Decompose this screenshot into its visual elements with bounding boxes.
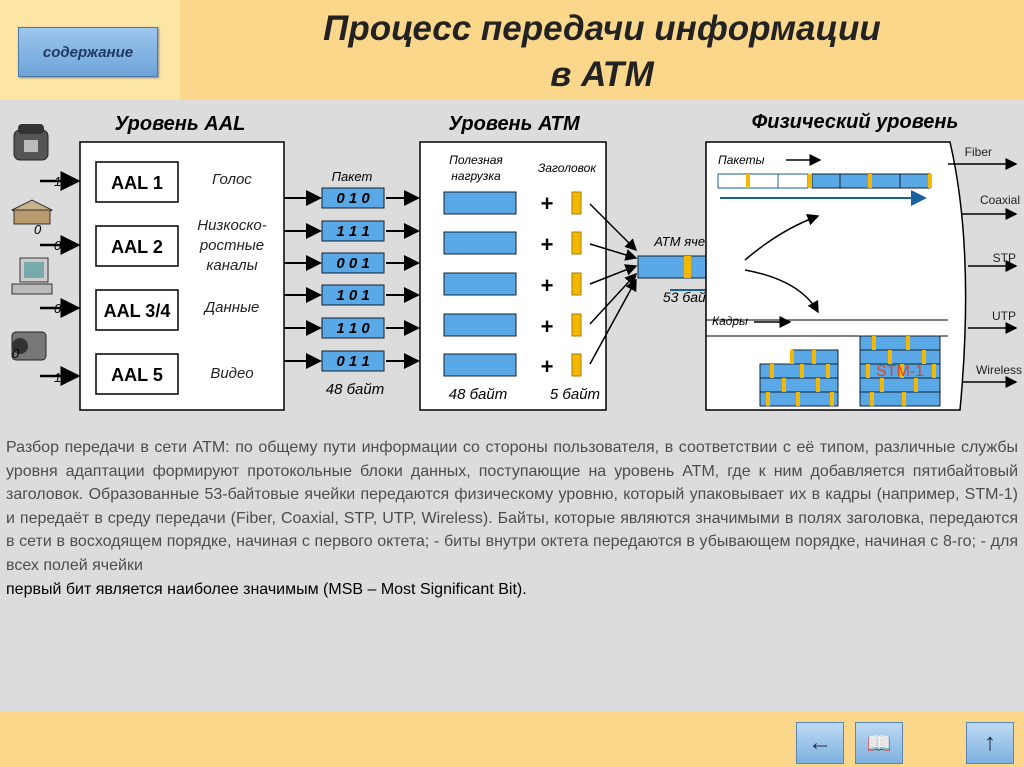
packet-bits: 1 1 1 <box>336 223 369 240</box>
arrow-up-icon: ↑ <box>984 729 996 756</box>
footer-bar <box>0 712 1024 767</box>
packet-bits: 1 0 1 <box>336 287 369 304</box>
header-size-label: 5 байт <box>550 386 600 403</box>
aal-label: каналы <box>206 257 257 274</box>
aal-label: Данные <box>203 299 260 316</box>
device-mark: 0 <box>34 222 42 237</box>
header-title-panel <box>180 0 1024 100</box>
computer-icon <box>11 257 53 295</box>
aal-boxes: AAL 1 AAL 2 AAL 3/4 AAL 5 <box>95 161 179 395</box>
title-line-2: в АТМ <box>550 55 654 94</box>
aal-box-label: AAL 3/4 <box>104 301 171 321</box>
packet-stream <box>717 173 932 189</box>
packet-bits: 0 0 1 <box>336 255 369 272</box>
telephone-icon <box>13 124 49 161</box>
packet-cells: 0 1 0 1 1 1 0 0 1 1 0 1 1 1 0 0 1 1 <box>321 187 385 372</box>
plus-sign: + <box>541 354 554 379</box>
title-line-1: Процесс передачи информации <box>323 9 881 48</box>
media-label: UTP <box>992 309 1016 323</box>
device-mark: 0 <box>12 346 20 361</box>
packet-bits: 0 1 0 <box>336 190 370 207</box>
aal-box-label: AAL 1 <box>111 173 163 193</box>
input-mark: 1 <box>54 370 61 385</box>
packet-size-label: 48 байт <box>326 381 384 398</box>
aal-label: Голос <box>212 171 252 188</box>
book-icon: 📖 <box>866 732 892 755</box>
aal-layer-title: Уровень AAL <box>115 113 246 135</box>
back-button[interactable]: ← <box>796 722 844 764</box>
packet-bits: 1 1 0 <box>336 320 370 337</box>
payload-label: нагрузка <box>451 169 501 183</box>
payload-label: Полезная <box>449 153 503 167</box>
packet-label: Пакет <box>332 169 373 184</box>
arrow-left-icon: ← <box>808 729 832 756</box>
plus-sign: + <box>541 191 554 216</box>
physical-layer-title: Физический уровень <box>752 111 959 133</box>
description-paragraph: Разбор передачи в сети АТМ: по общему пу… <box>6 439 1018 574</box>
payload-size-label: 48 байт <box>449 386 507 403</box>
plus-sign: + <box>541 314 554 339</box>
aal-box-label: AAL 5 <box>111 365 163 385</box>
book-button[interactable]: 📖 <box>855 722 903 764</box>
plus-sign: + <box>541 232 554 257</box>
packets-label: Пакеты <box>718 153 765 167</box>
atm-layer-title: Уровень АТМ <box>448 113 581 135</box>
aal-label: Низкоско- <box>197 217 267 234</box>
header-blocks <box>571 191 582 377</box>
media-label: Fiber <box>965 145 992 159</box>
media-label: STP <box>993 251 1016 265</box>
stm-label: STM-1 <box>876 363 924 380</box>
aal-box-label: AAL 2 <box>111 237 163 257</box>
fax-icon <box>10 199 54 225</box>
header-label: Заголовок <box>538 161 597 175</box>
frames-label: Кадры <box>712 314 748 328</box>
payload-blocks <box>443 191 517 377</box>
plus-sign: + <box>541 273 554 298</box>
media-label: Wireless <box>976 363 1022 377</box>
page-title: Процесс передачи информации в АТМ <box>180 6 1024 98</box>
description-last-line: первый бит является наиболее значимым (M… <box>6 580 527 598</box>
media-label: Coaxial <box>980 193 1020 207</box>
aal-label: ростные <box>199 237 264 254</box>
up-button[interactable]: ↑ <box>966 722 1014 764</box>
atm-process-diagram: 1 0 0 0 0 1 Уровень AAL AAL 1 AAL 2 AAL … <box>10 111 1022 411</box>
video-camera-icon <box>11 331 47 361</box>
contents-button[interactable]: содержание <box>18 27 158 77</box>
aal-label: Видео <box>210 365 253 382</box>
description-text: Разбор передачи в сети АТМ: по общему пу… <box>6 436 1018 601</box>
packet-bits: 0 1 1 <box>336 353 369 370</box>
